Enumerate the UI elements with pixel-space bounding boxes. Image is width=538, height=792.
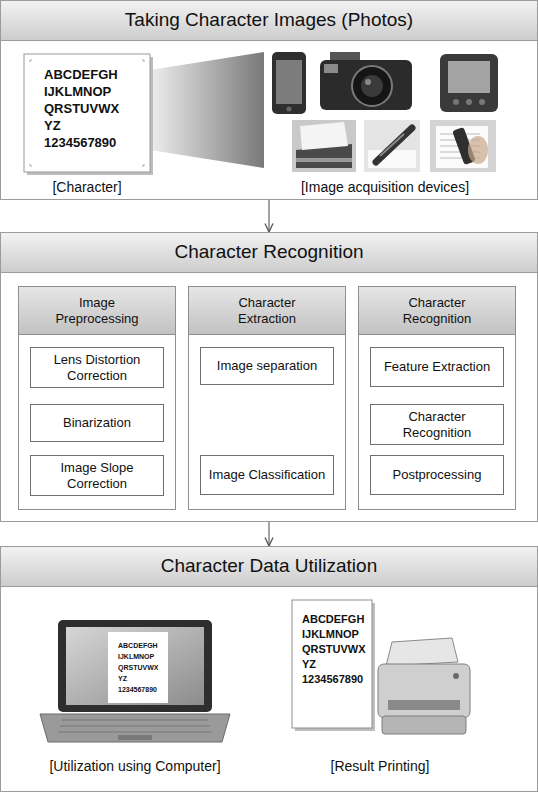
section-header-band: Character Data Utilization	[1, 547, 537, 587]
figure-caption: [Result Printing]	[290, 758, 470, 774]
process-box: Binarization	[30, 404, 164, 442]
printed-page-part	[292, 600, 372, 728]
hand-scanner-photo	[430, 120, 496, 172]
process-box: Lens Distortion Correction	[30, 347, 164, 388]
laptop-icon-part	[58, 620, 212, 712]
hand-scanner-photo-part	[436, 126, 488, 168]
smartphone-icon	[272, 52, 306, 114]
pda-icon-part	[479, 99, 485, 105]
stage-section: Character RecognitionImage Preprocessing…	[0, 232, 538, 522]
process-box: Feature Extraction	[370, 347, 504, 387]
step-label: Binarization	[63, 415, 131, 431]
document-page-part	[24, 54, 150, 172]
heading-text: Image Preprocessing	[45, 295, 149, 326]
camera-icon-part	[352, 66, 392, 106]
column-header-band: Image Preprocessing	[19, 287, 175, 335]
hand-scanner-photo-part	[468, 136, 488, 164]
printer-icon-part	[453, 673, 459, 679]
sample-text: ABCDEFGH IJKLMNOP QRSTUVWX YZ 1234567890	[44, 66, 119, 151]
laptop-icon-part	[66, 627, 204, 705]
pen-scanner-photo-part	[380, 134, 404, 156]
heading-text: Character Recognition	[385, 295, 489, 326]
process-box: Image separation	[200, 347, 334, 385]
figure-caption: [Utilization using Computer]	[25, 758, 245, 774]
pda-icon	[440, 54, 498, 112]
scanner-photo	[292, 120, 356, 172]
pda-icon-part	[448, 61, 490, 93]
scanner-photo-part	[300, 122, 348, 150]
pda-icon-part	[440, 54, 498, 112]
process-box: Image Classification	[200, 455, 334, 495]
camera-icon	[320, 52, 412, 110]
step-column: Character RecognitionFeature ExtractionC…	[358, 286, 516, 510]
laptop-icon	[40, 620, 230, 742]
flow-arrow	[268, 522, 269, 546]
step-column: Character ExtractionImage separationImag…	[188, 286, 346, 510]
laptop-icon-part	[118, 735, 152, 740]
step-label: Feature Extraction	[384, 359, 490, 375]
sample-text: ABCDEFGH IJKLMNOP QRSTUVWX YZ 1234567890	[302, 612, 366, 687]
pda-icon-part	[466, 99, 472, 105]
step-label: Image Classification	[209, 467, 325, 483]
process-box: Character Recognition	[370, 404, 504, 445]
camera-icon-part	[320, 60, 412, 110]
process-box: Image Slope Correction	[30, 455, 164, 496]
step-label: Image Slope Correction	[37, 460, 157, 491]
camera-icon-part	[324, 64, 338, 73]
heading-text: Taking Character Images (Photos)	[125, 9, 413, 32]
process-box: Postprocessing	[370, 455, 504, 495]
figure-caption: [Image acquisition devices]	[280, 179, 490, 195]
pda-icon-part	[453, 99, 459, 105]
heading-text: Character Data Utilization	[161, 555, 377, 578]
pen-scanner-photo-part	[376, 128, 412, 162]
column-header-band: Character Recognition	[359, 287, 515, 335]
scanner-photo-part	[292, 120, 356, 172]
hand-scanner-photo-part	[430, 120, 496, 172]
projection-beam-part	[150, 52, 264, 168]
stage-section: Character Data Utilization	[0, 546, 538, 792]
printer-icon-part	[378, 664, 470, 718]
printer-icon-part	[382, 716, 466, 734]
section-header-band: Taking Character Images (Photos)	[1, 1, 537, 41]
smartphone-icon-part	[272, 52, 306, 114]
projection-beam	[150, 52, 264, 168]
step-column: Image PreprocessingLens Distortion Corre…	[18, 286, 176, 510]
laptop-icon-part	[40, 714, 230, 742]
column-header-band: Character Extraction	[189, 287, 345, 335]
heading-text: Character Extraction	[215, 295, 319, 326]
step-label: Lens Distortion Correction	[37, 352, 157, 383]
printer-icon-part	[386, 638, 458, 666]
scanner-photo-part	[296, 158, 352, 162]
camera-icon-part	[365, 79, 371, 85]
document-page	[24, 54, 153, 175]
printer-icon	[378, 638, 470, 734]
section-header-band: Character Recognition	[1, 233, 537, 273]
step-label: Image separation	[217, 358, 317, 374]
stage-section: Taking Character Images (Photos)	[0, 0, 538, 200]
smartphone-icon-part	[287, 107, 292, 112]
smartphone-icon-part	[276, 60, 302, 104]
step-label: Character Recognition	[377, 409, 497, 440]
figure-caption: [Character]	[12, 179, 162, 195]
pen-scanner-photo-part	[364, 120, 420, 172]
heading-text: Character Recognition	[174, 241, 363, 264]
camera-icon-part	[361, 75, 383, 97]
sample-text: ABCDEFGH IJKLMNOP QRSTUVWX YZ 1234567890	[118, 640, 158, 695]
flow-arrow	[268, 200, 269, 232]
laptop-icon-part	[108, 632, 168, 703]
printed-page	[292, 600, 375, 731]
laptop-icon-part	[58, 720, 212, 732]
step-label: Postprocessing	[393, 467, 482, 483]
pen-scanner-photo	[364, 120, 420, 172]
printer-icon-part	[388, 700, 460, 710]
document-page-part	[30, 60, 144, 166]
